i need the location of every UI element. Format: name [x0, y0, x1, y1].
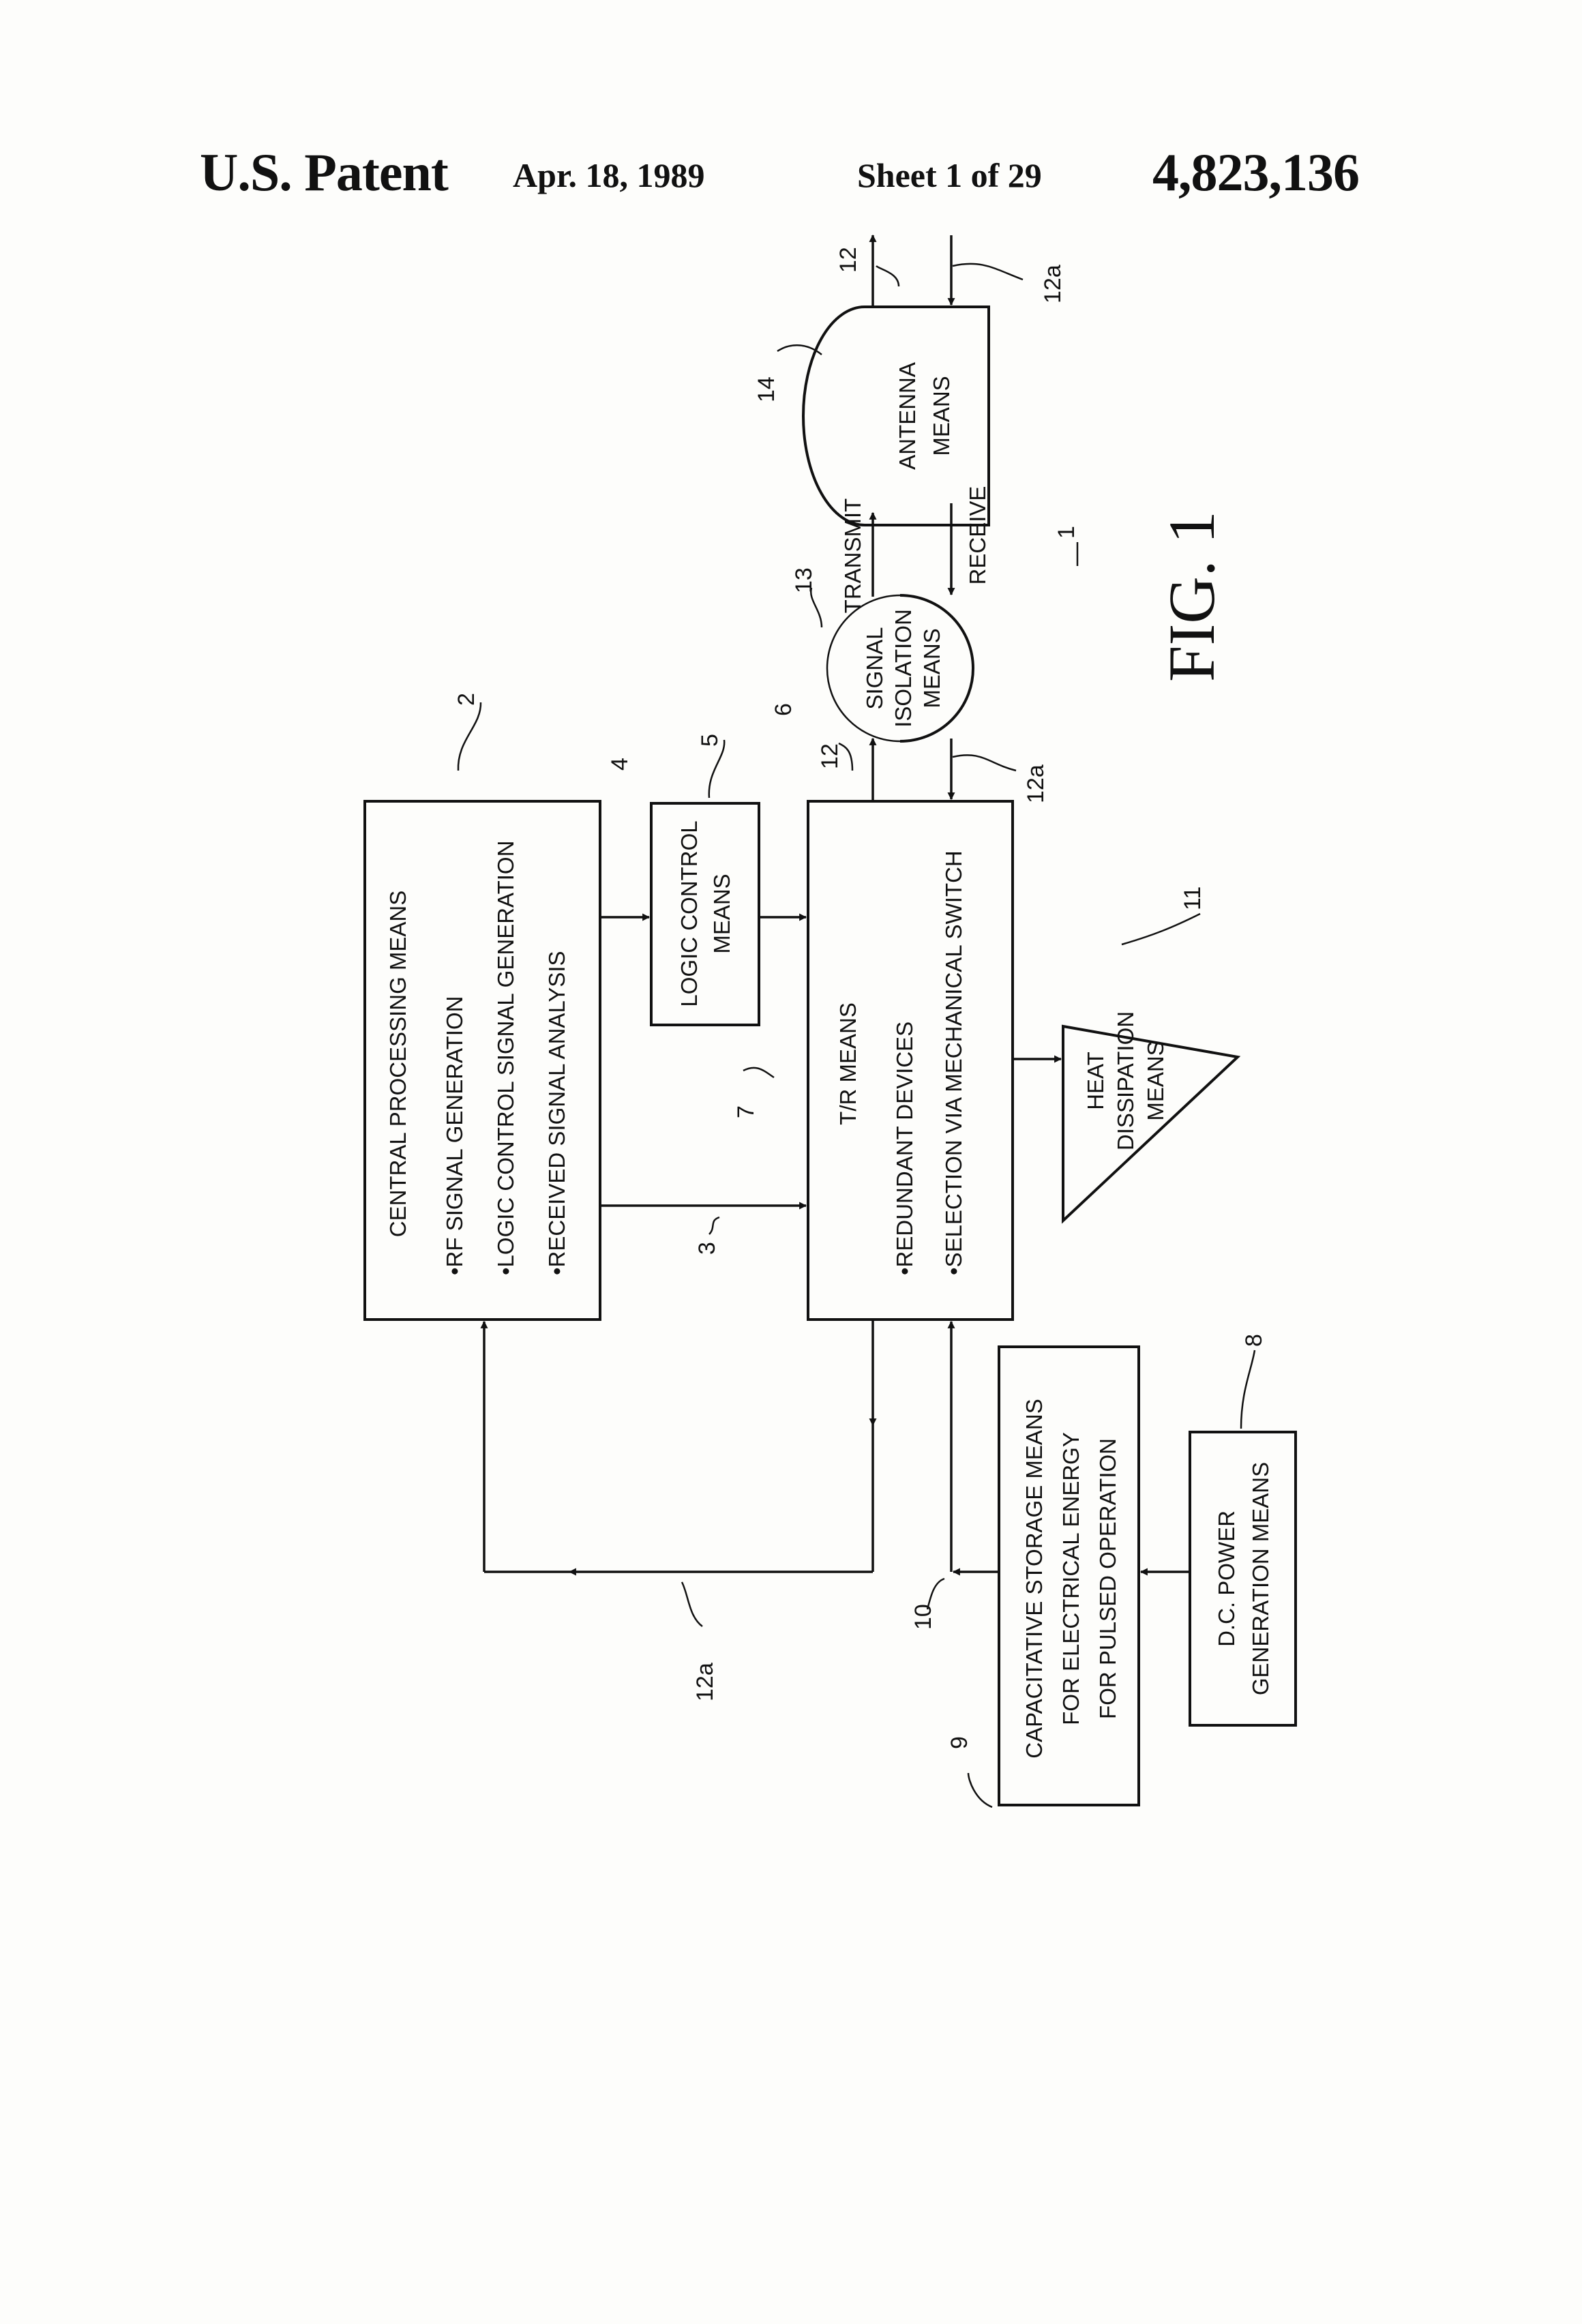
- leader-5: [709, 740, 724, 798]
- logic-control-line2: MEANS: [709, 874, 734, 953]
- ref-12a-mid: 12a: [1023, 764, 1049, 803]
- logic-control-line1: LOGIC CONTROL: [676, 820, 702, 1007]
- logic-control-block: [651, 803, 759, 1025]
- tr-title: T/R MEANS: [835, 1002, 861, 1125]
- antenna-line1: ANTENNA: [895, 362, 920, 470]
- ref-8: 8: [1241, 1334, 1267, 1347]
- ref-7: 7: [733, 1105, 759, 1118]
- ref-12a-top: 12a: [1040, 265, 1066, 303]
- leader-11: [1122, 914, 1200, 944]
- leader-2: [458, 702, 481, 771]
- leader-12-top: [876, 266, 899, 286]
- antenna-line2: MEANS: [929, 376, 954, 456]
- leader-7: [743, 1068, 774, 1077]
- heat-line1: HEAT: [1083, 1052, 1108, 1110]
- ref-10: 10: [910, 1604, 936, 1630]
- isolation-line2: ISOLATION: [891, 609, 916, 728]
- ref-11: 11: [1180, 887, 1206, 910]
- ref-12-top: 12: [835, 247, 861, 273]
- tr-item-selection: •SELECTION VIA MECHANICAL SWITCH: [941, 850, 966, 1275]
- isolation-line3: MEANS: [919, 628, 944, 708]
- cpu-item-received: •RECEIVED SIGNAL ANALYSIS: [544, 951, 569, 1275]
- cpu-title: CENTRAL PROCESSING MEANS: [385, 891, 411, 1238]
- leader-12a-bottom: [682, 1582, 702, 1626]
- ref-4: 4: [607, 758, 633, 771]
- leader-9: [968, 1773, 992, 1807]
- tr-item-redundant: •REDUNDANT DEVICES: [892, 1022, 917, 1275]
- leader-12a-mid: [953, 755, 1016, 771]
- leader-12a-top: [953, 264, 1023, 280]
- ref-12-mid: 12: [817, 743, 843, 769]
- ref-3: 3: [694, 1242, 720, 1255]
- ref-12a-bottom: 12a: [692, 1663, 718, 1701]
- ref-14: 14: [753, 376, 779, 402]
- transmit-label: TRANSMIT: [840, 498, 865, 614]
- ref-5: 5: [697, 734, 723, 747]
- figure-caption: FIG. 1: [1155, 511, 1228, 682]
- cpu-item-logic: •LOGIC CONTROL SIGNAL GENERATION: [493, 841, 518, 1275]
- capacitive-line3: FOR PULSED OPERATION: [1095, 1438, 1120, 1719]
- capacitive-line2: FOR ELECTRICAL ENERGY: [1058, 1432, 1084, 1725]
- dc-power-line1: D.C. POWER: [1214, 1510, 1239, 1647]
- figure-ref-1: 1: [1054, 526, 1079, 539]
- receive-label: RECEIVE: [965, 486, 990, 585]
- ref-2: 2: [453, 693, 479, 706]
- isolation-line1: SIGNAL: [862, 627, 887, 709]
- heat-line2: DISSIPATION: [1113, 1011, 1138, 1150]
- capacitive-line1: CAPACITATIVE STORAGE MEANS: [1021, 1399, 1047, 1758]
- leader-3: [709, 1217, 719, 1234]
- leader-8: [1241, 1350, 1255, 1429]
- cpu-item-rf: •RF SIGNAL GENERATION: [442, 996, 467, 1275]
- ref-6: 6: [771, 703, 796, 716]
- heat-line3: MEANS: [1143, 1041, 1168, 1120]
- dc-power-block: [1190, 1432, 1296, 1725]
- dc-power-line2: GENERATION MEANS: [1248, 1462, 1273, 1695]
- ref-13: 13: [791, 567, 817, 593]
- ref-9: 9: [946, 1736, 972, 1749]
